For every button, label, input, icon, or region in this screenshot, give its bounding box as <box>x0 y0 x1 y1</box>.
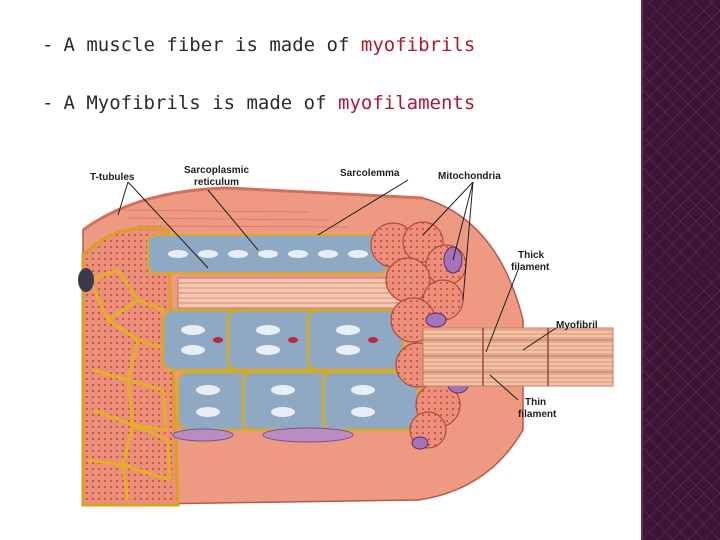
label-t-tubules: T-tubules <box>90 172 135 183</box>
decorative-side-bar <box>641 0 720 540</box>
label-mitochondria: Mitochondria <box>438 171 501 182</box>
side-bar-edge <box>641 0 643 540</box>
muscle-fiber-diagram: T-tubules Sarcoplasmic reticulum Sarcole… <box>78 160 618 510</box>
bullet-list: -A muscle fiber is made of myofibrils -A… <box>42 30 475 118</box>
myofibril-row-middle <box>161 308 405 372</box>
myofibril-row-lower <box>172 370 420 443</box>
bullet-marker: - <box>42 34 54 56</box>
label-sarcoplasmic: Sarcoplasmic <box>184 165 249 176</box>
label-sarcolemma: Sarcolemma <box>340 168 400 179</box>
bullet-text: A muscle fiber is made of <box>63 34 350 56</box>
bullet-highlight: myofibrils <box>360 34 476 56</box>
label-thin-filament: filament <box>518 409 557 420</box>
bullet-item: -A Myofibrils is made of myofilaments <box>42 88 475 118</box>
bullet-marker: - <box>42 92 54 114</box>
bullet-text: A Myofibrils is made of <box>63 92 327 114</box>
label-thin: Thin <box>525 397 546 408</box>
label-thick-filament: filament <box>511 262 550 273</box>
myofibril-row-upper <box>147 234 424 309</box>
bullet-item: -A muscle fiber is made of myofibrils <box>42 30 475 60</box>
extended-myofibril <box>422 327 614 387</box>
label-thick: Thick <box>518 250 545 261</box>
bullet-highlight: myofilaments <box>338 92 476 114</box>
label-reticulum: reticulum <box>194 177 239 188</box>
label-myofibril: Myofibril <box>556 320 598 331</box>
nucleus <box>78 268 94 292</box>
